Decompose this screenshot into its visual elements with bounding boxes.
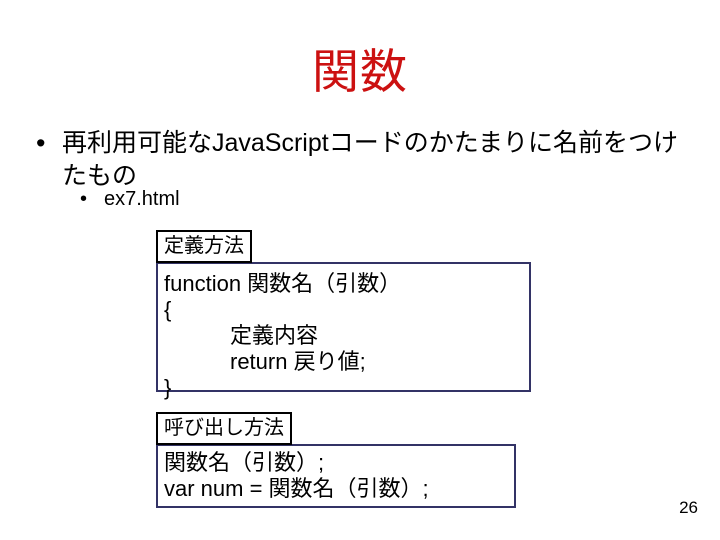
bullet-level1-text: 再利用可能なJavaScriptコードのかたまりに名前をつけたもの: [62, 129, 678, 190]
page-number: 26: [679, 498, 698, 517]
page-title: 関数: [312, 45, 408, 98]
code-section-call-body: 関数名（引数）; var num = 関数名（引数）;: [156, 444, 516, 508]
code-section-definition-body: function 関数名（引数） { 定義内容 return 戻り値; }: [156, 262, 531, 400]
code-section-call-header: 呼び出し方法: [156, 412, 292, 445]
code-line: 定義内容: [230, 323, 319, 348]
code-line: function 関数名（引数）: [164, 271, 402, 296]
code-section-definition-header: 定義方法: [156, 230, 252, 263]
bullet-level2: • ex7.html: [80, 186, 180, 213]
code-line: }: [164, 375, 172, 400]
code-line: 関数名（引数）;: [164, 450, 325, 475]
bullet-marker-icon: •: [36, 128, 46, 158]
code-line: var num = 関数名（引数）;: [164, 476, 429, 501]
code-line: return 戻り値;: [230, 349, 366, 374]
code-section-definition: 定義方法 function 関数名（引数） { 定義内容 return 戻り値;…: [156, 230, 536, 400]
code-section-call: 呼び出し方法 関数名（引数）; var num = 関数名（引数）;: [156, 412, 518, 508]
bullet-level1: • 再利用可能なJavaScriptコードのかたまりに名前をつけたもの: [36, 127, 686, 193]
code-line: {: [164, 297, 172, 322]
sub-bullet-marker-icon: •: [80, 188, 88, 210]
bullet-level2-text: ex7.html: [104, 188, 180, 210]
